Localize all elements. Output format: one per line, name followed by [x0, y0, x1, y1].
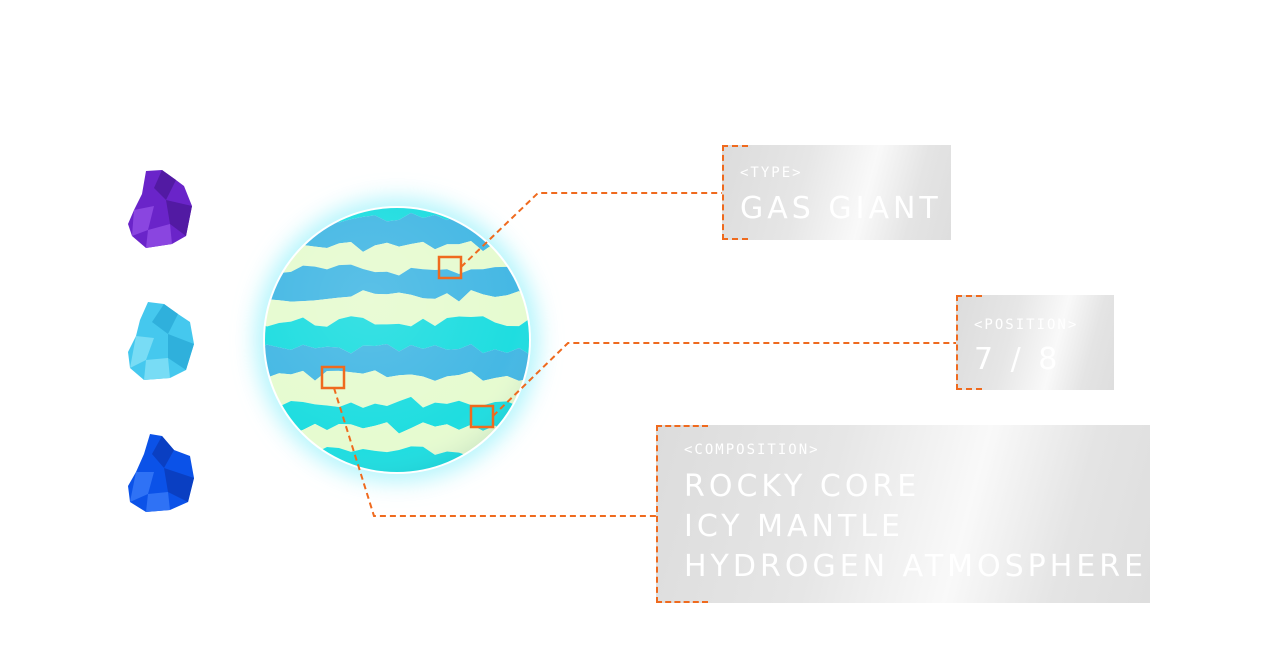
composition-line-core: ROCKY CORE [684, 469, 921, 504]
type-label: <TYPE> [740, 165, 803, 181]
planet-option-1-icon[interactable] [124, 166, 198, 250]
panel-bracket [956, 295, 982, 390]
position-label: <POSITION> [974, 317, 1079, 333]
crystal-facet [168, 334, 194, 370]
composition-line-atmosphere: HYDROGEN ATMOSPHERE [684, 549, 1148, 584]
planet-graphic [265, 208, 529, 472]
type-panel[interactable]: <TYPE> GAS GIANT [722, 145, 951, 240]
crystal-facet [130, 472, 154, 502]
crystal-facet [146, 224, 172, 248]
crystal-facet [164, 468, 194, 502]
position-panel[interactable]: <POSITION> 7 / 8 [956, 295, 1114, 390]
planet-sphere[interactable] [255, 198, 539, 482]
composition-list: ROCKY CORE ICY MANTLE HYDROGEN ATMOSPHER… [684, 467, 1147, 587]
planet-option-3-icon[interactable] [124, 430, 198, 514]
crystal-facet [152, 304, 178, 334]
crystal-facet [144, 358, 170, 380]
planet-option-2-icon[interactable] [124, 298, 198, 382]
type-value: GAS GIANT [740, 191, 942, 226]
crystal-facet [146, 492, 170, 512]
crystal-facet [166, 200, 192, 236]
connector-position [492, 342, 956, 417]
composition-label: <COMPOSITION> [684, 442, 820, 458]
crystal-facet [132, 206, 154, 236]
composition-panel[interactable]: <COMPOSITION> ROCKY CORE ICY MANTLE HYDR… [656, 425, 1150, 603]
crystal-facet [154, 170, 176, 200]
crystal-facet [130, 336, 154, 368]
planet-shading [265, 208, 529, 472]
panel-bracket [656, 425, 708, 603]
panel-bracket [722, 145, 748, 240]
composition-line-mantle: ICY MANTLE [684, 509, 904, 544]
position-value: 7 / 8 [974, 342, 1062, 377]
crystal-facet [152, 436, 174, 468]
